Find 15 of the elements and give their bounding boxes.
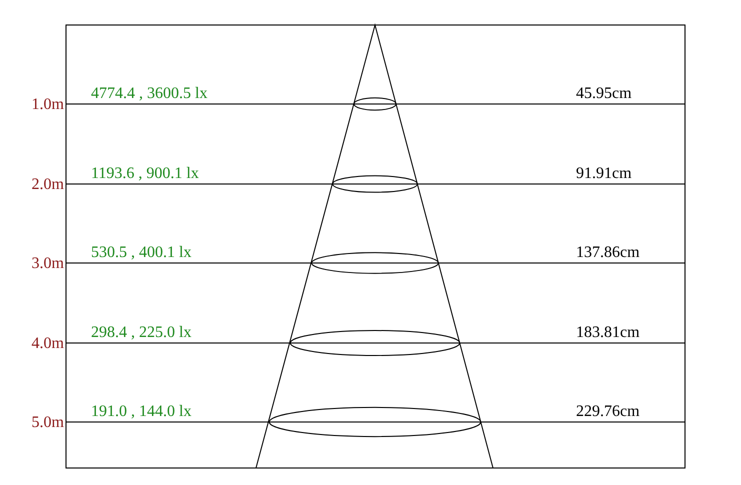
illuminance-label: 4774.4 , 3600.5 lx bbox=[91, 85, 208, 103]
beam-diameter-label: 91.91cm bbox=[576, 165, 632, 183]
illuminance-label: 191.0 , 144.0 lx bbox=[91, 403, 192, 421]
beam-diameter-label: 45.95cm bbox=[576, 85, 632, 103]
illuminance-label: 1193.6 , 900.1 lx bbox=[91, 165, 199, 183]
distance-label: 3.0m bbox=[32, 255, 64, 273]
beam-diameter-label: 183.81cm bbox=[576, 324, 640, 342]
distance-label: 4.0m bbox=[32, 335, 64, 353]
distance-label: 1.0m bbox=[32, 96, 64, 114]
distance-label: 5.0m bbox=[32, 414, 64, 432]
beam-diameter-label: 137.86cm bbox=[576, 244, 640, 262]
distance-label: 2.0m bbox=[32, 176, 64, 194]
illuminance-label: 298.4 , 225.0 lx bbox=[91, 324, 192, 342]
beam-diameter-label: 229.76cm bbox=[576, 403, 640, 421]
illuminance-label: 530.5 , 400.1 lx bbox=[91, 244, 192, 262]
